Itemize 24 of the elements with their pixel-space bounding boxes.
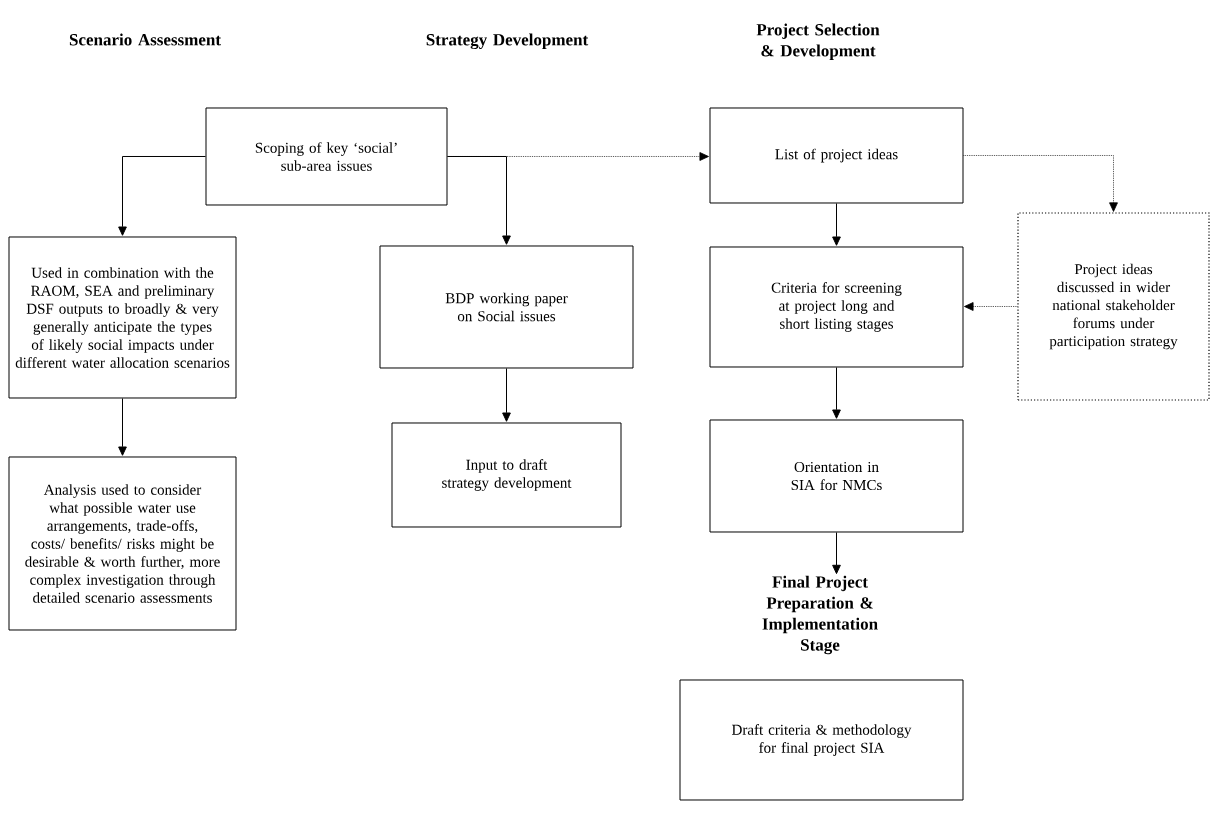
arrow	[502, 368, 511, 422]
arrow	[447, 152, 709, 161]
arrow	[832, 367, 841, 419]
process-box: Analysis used to consider what possible water use arrangements, trade-offs, costs/ benefits/ risks might be desirable & worth further, more complex investigation through detailed scenario assessments	[8, 456, 237, 631]
stage-heading: Final Project Preparation & Implementation Stage	[762, 575, 878, 655]
arrow	[118, 398, 127, 456]
arrow	[964, 302, 1018, 311]
process-box: Draft criteria & methodology for final project SIA	[679, 679, 964, 801]
arrow	[832, 203, 841, 246]
stage-heading: Project Selection & Development	[756, 23, 880, 60]
process-box: Used in combination with the RAOM, SEA and preliminary DSF outputs to broadly & very generally anticipate the types of likely social impacts under different water allocation scenarios	[8, 236, 237, 399]
arrow	[118, 156, 206, 236]
process-box: BDP working paper on Social issues	[379, 245, 634, 369]
stage-heading: Strategy Development	[426, 33, 589, 50]
process-box: Criteria for screening at project long and short listing stages	[709, 246, 964, 368]
process-box: Project ideas discussed in wider national stakeholder forums under participation strategy	[1017, 212, 1210, 401]
arrow	[447, 156, 511, 245]
process-box: Orientation in SIA for NMCs	[709, 419, 964, 533]
process-box: Scoping of key ‘social’ sub-area issues	[205, 107, 448, 206]
arrow	[832, 532, 841, 575]
arrow	[963, 155, 1118, 212]
process-box: Input to draft strategy development	[391, 422, 622, 528]
process-box: List of project ideas	[709, 107, 964, 204]
stage-heading: Scenario Assessment	[69, 33, 221, 46]
